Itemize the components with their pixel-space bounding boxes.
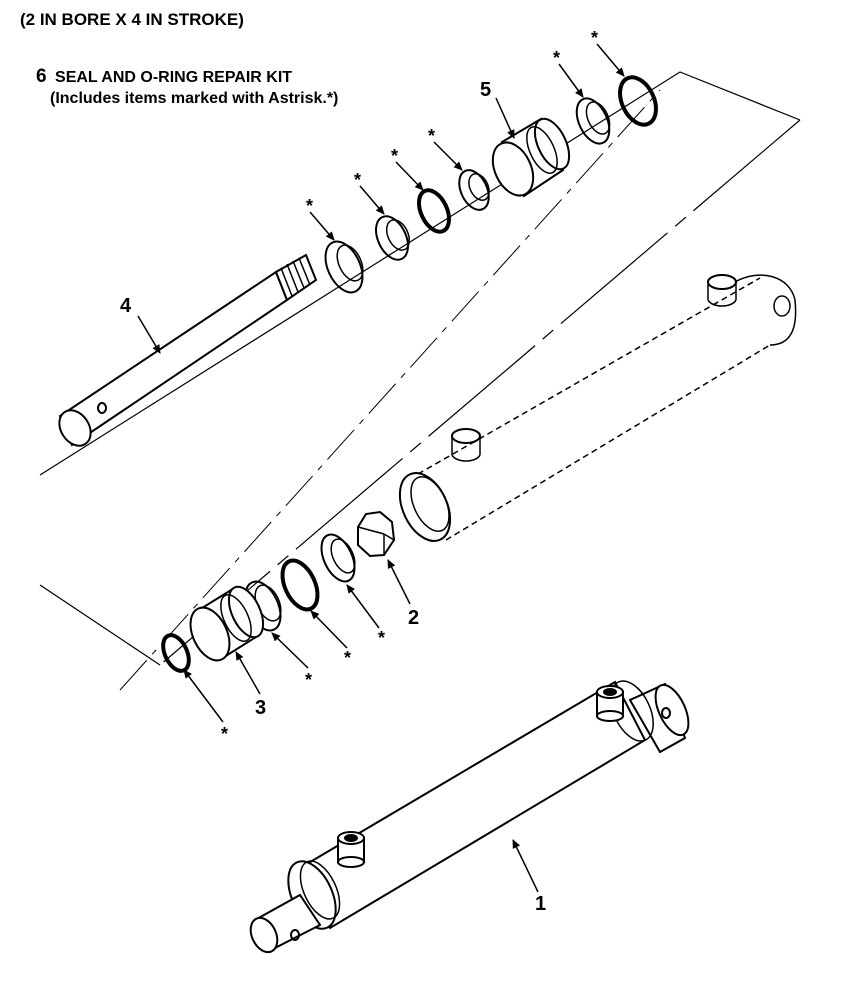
piston-nut xyxy=(357,510,396,558)
callout-item-2: 2 xyxy=(408,607,419,629)
plane-fold-edge xyxy=(159,119,801,666)
callout-item-4: 4 xyxy=(120,295,132,317)
gland xyxy=(491,117,571,198)
phantom-cylinder xyxy=(398,274,797,542)
alignment-plane xyxy=(39,71,801,666)
asterisk-marker: * xyxy=(306,196,313,216)
kit-note: (Includes items marked with Astrisk.*) xyxy=(50,90,339,107)
leader-asterisk xyxy=(346,584,380,629)
center-axis xyxy=(119,89,661,691)
asterisk-marker: * xyxy=(344,648,351,668)
diagram-title: (2 IN BORE X 4 IN STROKE) xyxy=(20,10,244,29)
lower-seal-stack xyxy=(244,533,356,632)
leader-item-1 xyxy=(512,839,539,893)
leader-asterisk xyxy=(558,63,584,98)
asterisk-marker: * xyxy=(391,146,398,166)
callout-item-3: 3 xyxy=(255,697,266,719)
asterisk-marker: * xyxy=(305,670,312,690)
asterisk-marker: * xyxy=(378,628,385,648)
callout-item-1: 1 xyxy=(535,893,546,915)
leader-item-5 xyxy=(495,97,515,139)
asterisk-marker: * xyxy=(591,28,598,48)
lower-o-ring xyxy=(161,633,191,673)
leader-item-2 xyxy=(387,559,411,605)
leader-asterisk xyxy=(395,161,424,191)
kit-heading: 6 SEAL AND O-RING REPAIR KIT xyxy=(36,66,292,88)
leader-asterisk xyxy=(596,43,625,77)
upper-right-seals xyxy=(575,75,658,145)
leader-asterisk xyxy=(183,669,224,723)
kit-number: 6 xyxy=(36,66,47,87)
asterisk-marker: * xyxy=(428,126,435,146)
leader-asterisk xyxy=(271,632,309,669)
leader-asterisk xyxy=(310,610,348,649)
leader-asterisk xyxy=(359,185,385,215)
callout-item-5: 5 xyxy=(480,79,491,101)
assembled-cylinder xyxy=(249,680,690,954)
leader-item-4 xyxy=(137,315,161,354)
leader-item-3 xyxy=(235,651,261,695)
upper-seal-stack xyxy=(324,169,490,294)
plane-lower-edge xyxy=(39,584,161,666)
leader-asterisk xyxy=(309,211,335,241)
leader-asterisk xyxy=(433,141,463,171)
asterisk-marker: * xyxy=(221,724,228,744)
piston xyxy=(189,585,265,662)
asterisk-marker: * xyxy=(354,170,361,190)
asterisk-marker: * xyxy=(553,48,560,68)
piston-rod xyxy=(58,253,318,447)
kit-name: SEAL AND O-RING REPAIR KIT xyxy=(55,69,293,86)
leader-lines xyxy=(137,43,625,893)
plane-upper-edge xyxy=(39,71,801,476)
